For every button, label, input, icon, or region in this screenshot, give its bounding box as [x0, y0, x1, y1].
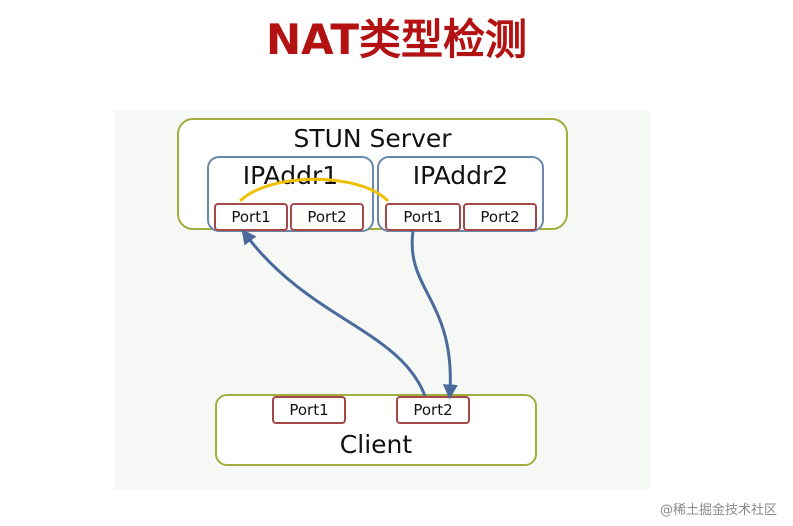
client-label: Client — [339, 430, 413, 459]
ipaddr2-label: IPAddr2 — [412, 161, 509, 190]
request-arrow — [241, 229, 427, 397]
stun-server-label: STUN Server — [293, 124, 452, 153]
server-ip2-port2: Port2 — [463, 203, 537, 231]
response-arrow — [410, 230, 458, 400]
change-address-arc — [238, 177, 390, 203]
server-ip1-port2: Port2 — [290, 203, 364, 231]
client-port2: Port2 — [396, 396, 470, 424]
client-box — [215, 394, 537, 466]
watermark: @稀土掘金技术社区 — [659, 503, 777, 518]
server-ip2-port1: Port1 — [385, 203, 461, 231]
client-port1: Port1 — [272, 396, 346, 424]
page-title: NAT类型检测 — [265, 15, 528, 64]
ipaddr1-label: IPAddr1 — [242, 161, 339, 190]
